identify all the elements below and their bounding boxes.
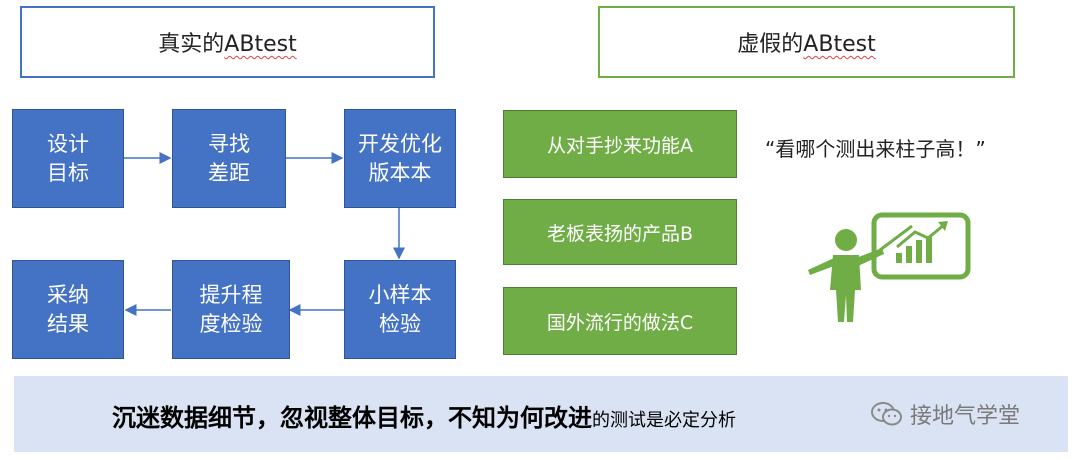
conclusion-text: 沉迷数据细节，忽视整体目标，不知为何改进的测试是必定分析 <box>112 398 736 433</box>
chart-bar-1 <box>896 253 902 263</box>
fake-option-b: 老板表扬的产品B <box>503 199 737 265</box>
step-design-goal: 设计 目标 <box>12 109 124 208</box>
step-design-goal-label: 设计 目标 <box>47 131 89 185</box>
fake-option-b-label: 老板表扬的产品B <box>546 222 694 245</box>
chart-trend-arrowhead <box>938 221 948 231</box>
step-adopt-result: 采纳 结果 <box>12 260 124 359</box>
fake-option-a-label: 从对手抄来功能A <box>547 134 693 157</box>
step-find-gap: 寻找 差距 <box>172 109 286 208</box>
step-lift-test-label: 提升程 度检验 <box>199 282 263 336</box>
conclusion-tail-text: 的测试是必定分析 <box>592 410 736 431</box>
watermark: 接地气学堂 <box>870 398 1020 430</box>
chart-bar-2 <box>906 246 912 263</box>
real-abtest-title: 真实的ABtest <box>158 32 297 57</box>
fake-abtest-header: 虚假的ABtest <box>598 6 1015 78</box>
chart-trend-arrow <box>896 223 945 249</box>
fake-option-c-label: 国外流行的做法C <box>546 311 694 334</box>
step-small-sample: 小样本 检验 <box>344 260 456 359</box>
presenter-pointing-arm <box>856 248 884 266</box>
step-find-gap-label: 寻找 差距 <box>208 131 250 185</box>
wechat-icon <box>871 402 902 426</box>
watermark-text: 接地气学堂 <box>910 404 1021 429</box>
step-lift-test: 提升程 度检验 <box>172 260 290 359</box>
chart-bar-3 <box>916 240 922 263</box>
presenter-body <box>830 255 861 322</box>
conclusion-banner: 沉迷数据细节，忽视整体目标，不知为何改进的测试是必定分析 接地气学堂 <box>14 376 1068 452</box>
presentation-board <box>871 212 971 280</box>
step-adopt-result-label: 采纳 结果 <box>47 282 89 336</box>
presenter-left-arm <box>808 258 834 275</box>
fake-option-a: 从对手抄来功能A <box>503 110 737 178</box>
step-small-sample-label: 小样本 检验 <box>368 282 432 336</box>
quote-text: “看哪个测出来柱子高！” <box>765 137 986 161</box>
fake-abtest-title: 虚假的ABtest <box>737 32 876 57</box>
step-develop-version-label: 开发优化 版本本 <box>358 131 442 185</box>
presenter-head <box>835 229 857 251</box>
chart-bar-4 <box>926 236 932 263</box>
conclusion-strong-text: 沉迷数据细节，忽视整体目标，不知为何改进 <box>112 404 592 432</box>
real-abtest-header: 真实的ABtest <box>20 6 435 78</box>
presenter-pointer <box>879 224 913 252</box>
step-develop-version: 开发优化 版本本 <box>344 109 456 208</box>
fake-option-c: 国外流行的做法C <box>503 287 737 355</box>
